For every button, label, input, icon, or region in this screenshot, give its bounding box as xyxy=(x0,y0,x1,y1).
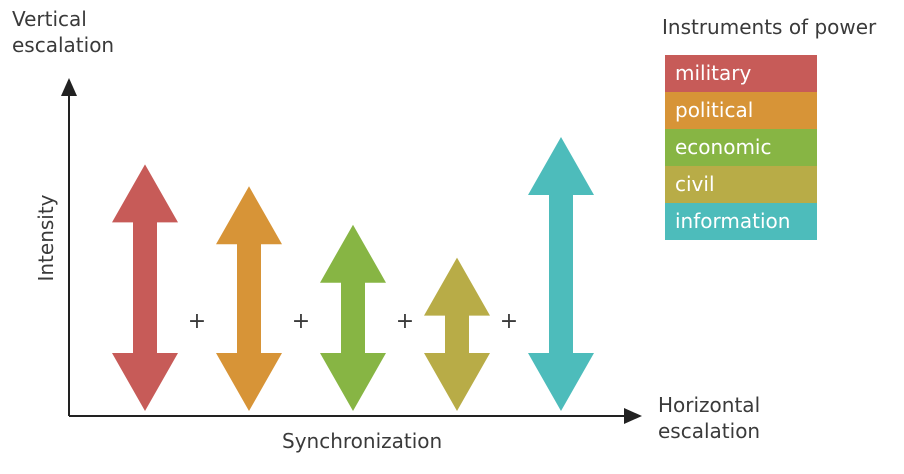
legend-item-political: political xyxy=(665,92,817,129)
legend-item-civil: civil xyxy=(665,166,817,203)
plus-sign: + xyxy=(500,309,518,334)
legend-item-information: information xyxy=(665,203,817,240)
legend-title: Instruments of power xyxy=(662,15,877,39)
plus-sign: + xyxy=(396,309,414,334)
x-axis-label: Synchronization xyxy=(282,429,443,453)
arrow-military xyxy=(112,164,178,411)
arrow-civil xyxy=(424,257,490,411)
y-axis-label: Intensity xyxy=(34,194,58,282)
horizontal-escalation-label: Horizontal escalation xyxy=(658,392,760,444)
vertical-escalation-label: Vertical escalation xyxy=(12,6,114,58)
legend-item-military: military xyxy=(665,55,817,92)
plus-group: + + + + xyxy=(188,309,518,334)
plus-sign: + xyxy=(292,309,310,334)
arrow-political xyxy=(216,186,282,411)
horizontal-escalation-text: Horizontal escalation xyxy=(658,393,761,443)
plus-sign: + xyxy=(188,309,206,334)
arrow-information xyxy=(528,137,594,411)
arrow-economic xyxy=(320,224,386,411)
legend: military political economic civil inform… xyxy=(665,55,817,240)
arrows-group xyxy=(112,137,594,411)
vertical-escalation-text: Vertical escalation xyxy=(12,7,115,57)
legend-item-economic: economic xyxy=(665,129,817,166)
